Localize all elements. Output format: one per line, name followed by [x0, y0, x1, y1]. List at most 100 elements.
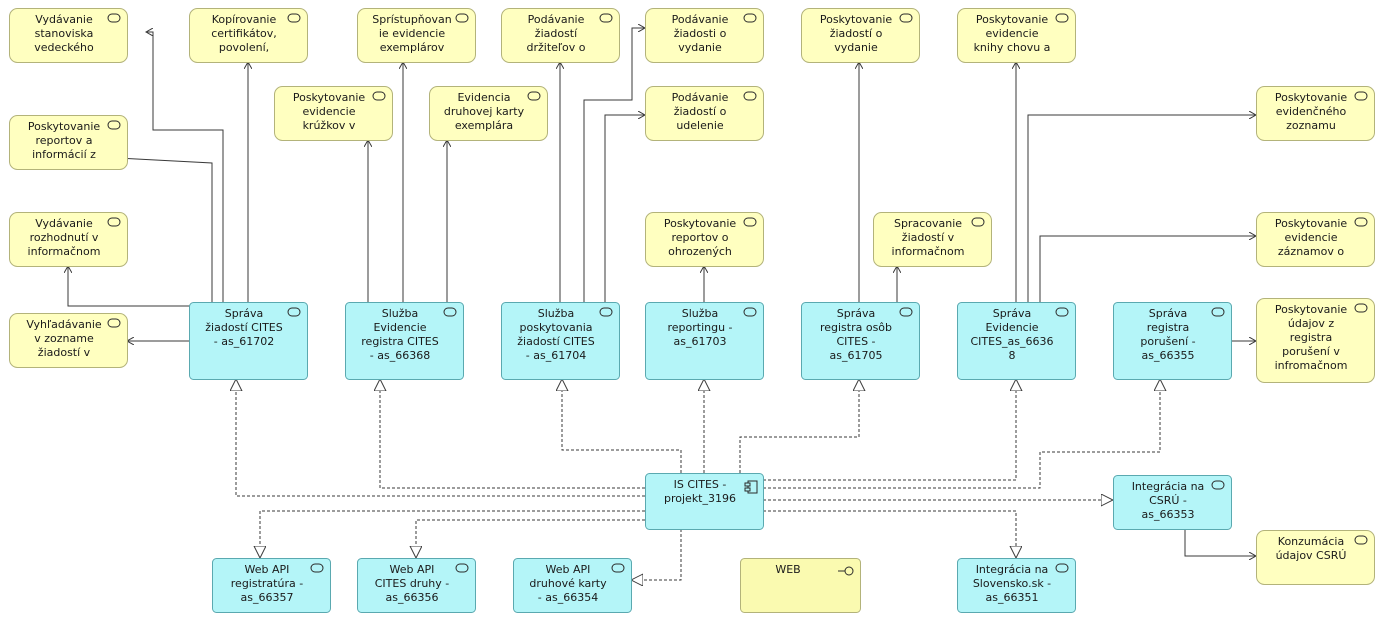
node-box	[9, 8, 128, 63]
node-box	[9, 212, 128, 267]
node-box	[645, 8, 764, 63]
node-label-line: certifikátov,	[211, 27, 277, 40]
node-label-line: údajov z	[1288, 317, 1334, 330]
node-label-line: IS CITES -	[674, 478, 727, 491]
n-web-node[interactable]: WEB	[740, 558, 861, 613]
node-label-line: Integrácia na	[1132, 480, 1205, 493]
node-label-line: poskytovania	[520, 321, 593, 334]
service-icon	[1211, 480, 1225, 490]
node-label-line: Poskytovanie	[664, 217, 737, 230]
service-icon	[455, 563, 469, 573]
node-box	[513, 558, 632, 613]
node-label-line: Evidencia	[457, 91, 510, 104]
node-label-line: Evidencie	[985, 321, 1038, 334]
node-label-line: informačnom	[28, 245, 101, 258]
service-icon	[107, 318, 121, 328]
node-box	[9, 115, 128, 170]
realization-edge-19	[236, 379, 645, 497]
node-label-line: as_66355	[1142, 349, 1195, 362]
service-icon	[310, 563, 324, 573]
service-icon	[287, 307, 301, 317]
service-icon	[527, 91, 541, 101]
node-label-line: porušení -	[1140, 335, 1195, 348]
realization-edge-20	[380, 379, 645, 489]
service-icon	[599, 307, 613, 317]
node-box	[357, 558, 476, 613]
node-label-line: udelenie	[676, 119, 724, 132]
node-label-line: Správa	[993, 307, 1031, 320]
node-label-line: reportingu -	[667, 321, 732, 334]
node-label-line: exemplára	[455, 119, 513, 132]
node-label-line: držiteľov o	[526, 41, 585, 54]
node-label-line: - as_66368	[370, 349, 430, 362]
node-label-line: Podávanie	[672, 13, 729, 26]
node-label-line: evidenčného	[1276, 105, 1347, 118]
node-label-line: - as_61704	[526, 349, 586, 362]
node-box	[801, 302, 920, 380]
node-label-line: Služba	[682, 307, 719, 320]
service-icon	[287, 13, 301, 23]
service-icon	[971, 217, 985, 227]
service-icon	[1055, 13, 1069, 23]
node-label-line: as_66357	[241, 591, 294, 604]
node-label-line: Správa	[837, 307, 875, 320]
node-box	[645, 473, 764, 530]
serving-edge-10	[604, 115, 645, 302]
node-label-line: záznamov o	[1278, 245, 1344, 258]
node-label-line: zoznamu	[1286, 119, 1336, 132]
node-box	[357, 8, 476, 63]
node-label-line: žiadostí o	[830, 27, 883, 40]
node-label-line: Vydávanie	[35, 217, 93, 230]
serving-edge-15	[1027, 115, 1256, 302]
node-label-line: vydanie	[678, 41, 722, 54]
node-label-line: as_61703	[674, 335, 727, 348]
node-box	[429, 86, 548, 141]
node-box	[9, 313, 128, 368]
node-label-line: registra	[1147, 321, 1189, 334]
node-label-line: žiadostí v	[902, 231, 955, 244]
node-box	[189, 8, 308, 63]
node-label-line: Služba	[382, 307, 419, 320]
n-is-cites-node[interactable]: IS CITES -projekt_3196	[645, 473, 764, 530]
node-label-line: vedeckého	[34, 41, 94, 54]
service-icon	[1354, 535, 1368, 545]
service-icon	[1354, 303, 1368, 313]
node-box	[212, 558, 331, 613]
node-box	[957, 558, 1076, 613]
service-icon	[443, 307, 457, 317]
node-label-line: Slovensko.sk -	[973, 577, 1051, 590]
node-label-line: informácií z	[32, 148, 96, 161]
node-label-line: vydanie	[834, 41, 878, 54]
